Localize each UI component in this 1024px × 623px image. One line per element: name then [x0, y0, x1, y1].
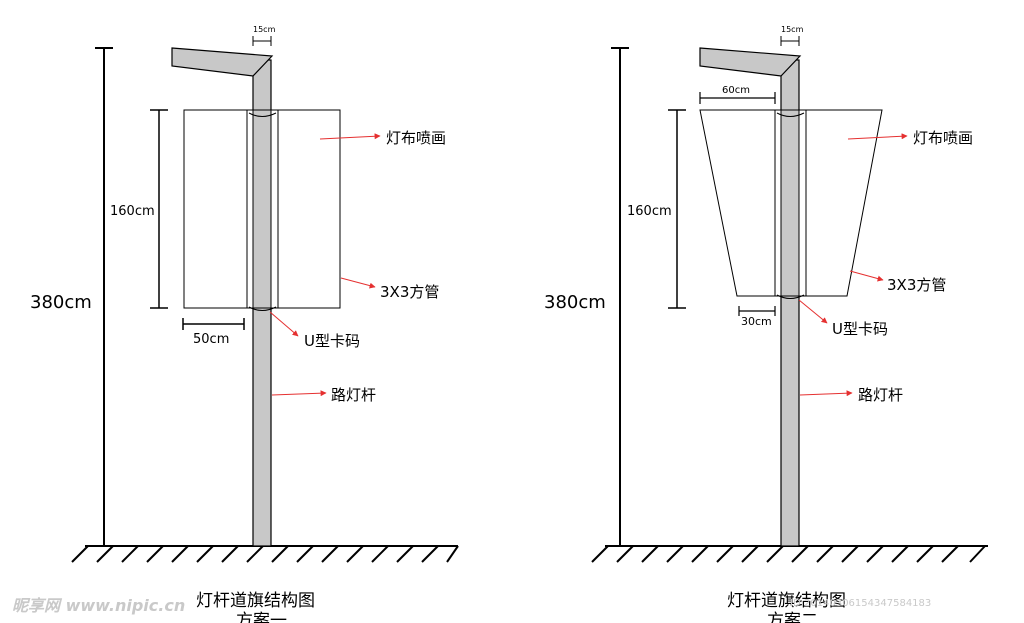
- clip-callout-label: U型卡码: [304, 332, 360, 350]
- pole-callout-arrow: [271, 390, 327, 397]
- banner-callout-arrow: [319, 133, 381, 140]
- total-height-label: 380cm: [30, 292, 92, 313]
- pole-segment: [780, 109, 800, 297]
- plan-one-title: 灯杆道旗结构图: [196, 591, 315, 611]
- u-clip: [248, 112, 277, 311]
- total-height-label: 380cm: [544, 292, 606, 313]
- ground-hatch: [591, 545, 986, 563]
- pole-callout-arrow: [799, 390, 853, 397]
- bottom-width-dimension: [182, 318, 245, 330]
- clip-callout-label: U型卡码: [832, 320, 888, 338]
- bottom-width-label: 50cm: [193, 332, 229, 347]
- bottom-width-label: 30cm: [741, 315, 772, 328]
- tube-callout-label: 3X3方管: [380, 283, 439, 301]
- tube-callout-arrow: [849, 270, 884, 282]
- plan-one-subtitle: 方案一: [236, 611, 287, 623]
- total-height-dimension: [95, 47, 113, 546]
- pole-segment: [252, 109, 272, 309]
- lamp-arm: [171, 47, 274, 77]
- banner-height-dimension: [668, 109, 686, 309]
- banner-callout-label: 灯布喷画: [386, 129, 446, 147]
- bottom-width-dimension: [738, 306, 776, 316]
- plan-two-subtitle: 方案二: [767, 611, 818, 623]
- pole-callout-label: 路灯杆: [858, 386, 903, 404]
- u-clip: [776, 112, 805, 299]
- banner-height-label: 160cm: [627, 204, 672, 219]
- clip-callout-arrow: [269, 311, 299, 337]
- banner-height-dimension: [150, 109, 168, 309]
- lamp-arm: [699, 47, 802, 77]
- watermark-right: ID:20140306154347584183: [790, 598, 931, 609]
- tube-callout-label: 3X3方管: [887, 276, 946, 294]
- plan-two: 15cm 60cm 380cm 160cm 30cm 灯布喷画 3X3方管 U型…: [544, 25, 988, 623]
- top-width-dimension: [699, 92, 776, 104]
- plan-two-title: 灯杆道旗结构图: [727, 591, 846, 611]
- pole-width-label: 15cm: [253, 25, 276, 34]
- tube-callout-arrow: [340, 277, 376, 289]
- watermark-left: 昵享网 www.nipic.cn: [12, 596, 185, 615]
- top-width-label: 60cm: [722, 85, 750, 96]
- total-height-dimension: [611, 47, 629, 546]
- ground-hatch: [71, 545, 459, 563]
- pole-width-dimension: [252, 36, 272, 46]
- banner-height-label: 160cm: [110, 204, 155, 219]
- banner-callout-arrow: [847, 133, 908, 140]
- banner-callout-label: 灯布喷画: [913, 129, 973, 147]
- plan-one: 15cm 380cm 160cm 50cm 灯布喷画 3X3方管 U型卡码 路灯…: [30, 25, 459, 623]
- pole-width-dimension: [780, 36, 800, 46]
- pole-callout-label: 路灯杆: [331, 386, 376, 404]
- pole-width-label: 15cm: [781, 25, 804, 34]
- clip-callout-arrow: [798, 299, 828, 324]
